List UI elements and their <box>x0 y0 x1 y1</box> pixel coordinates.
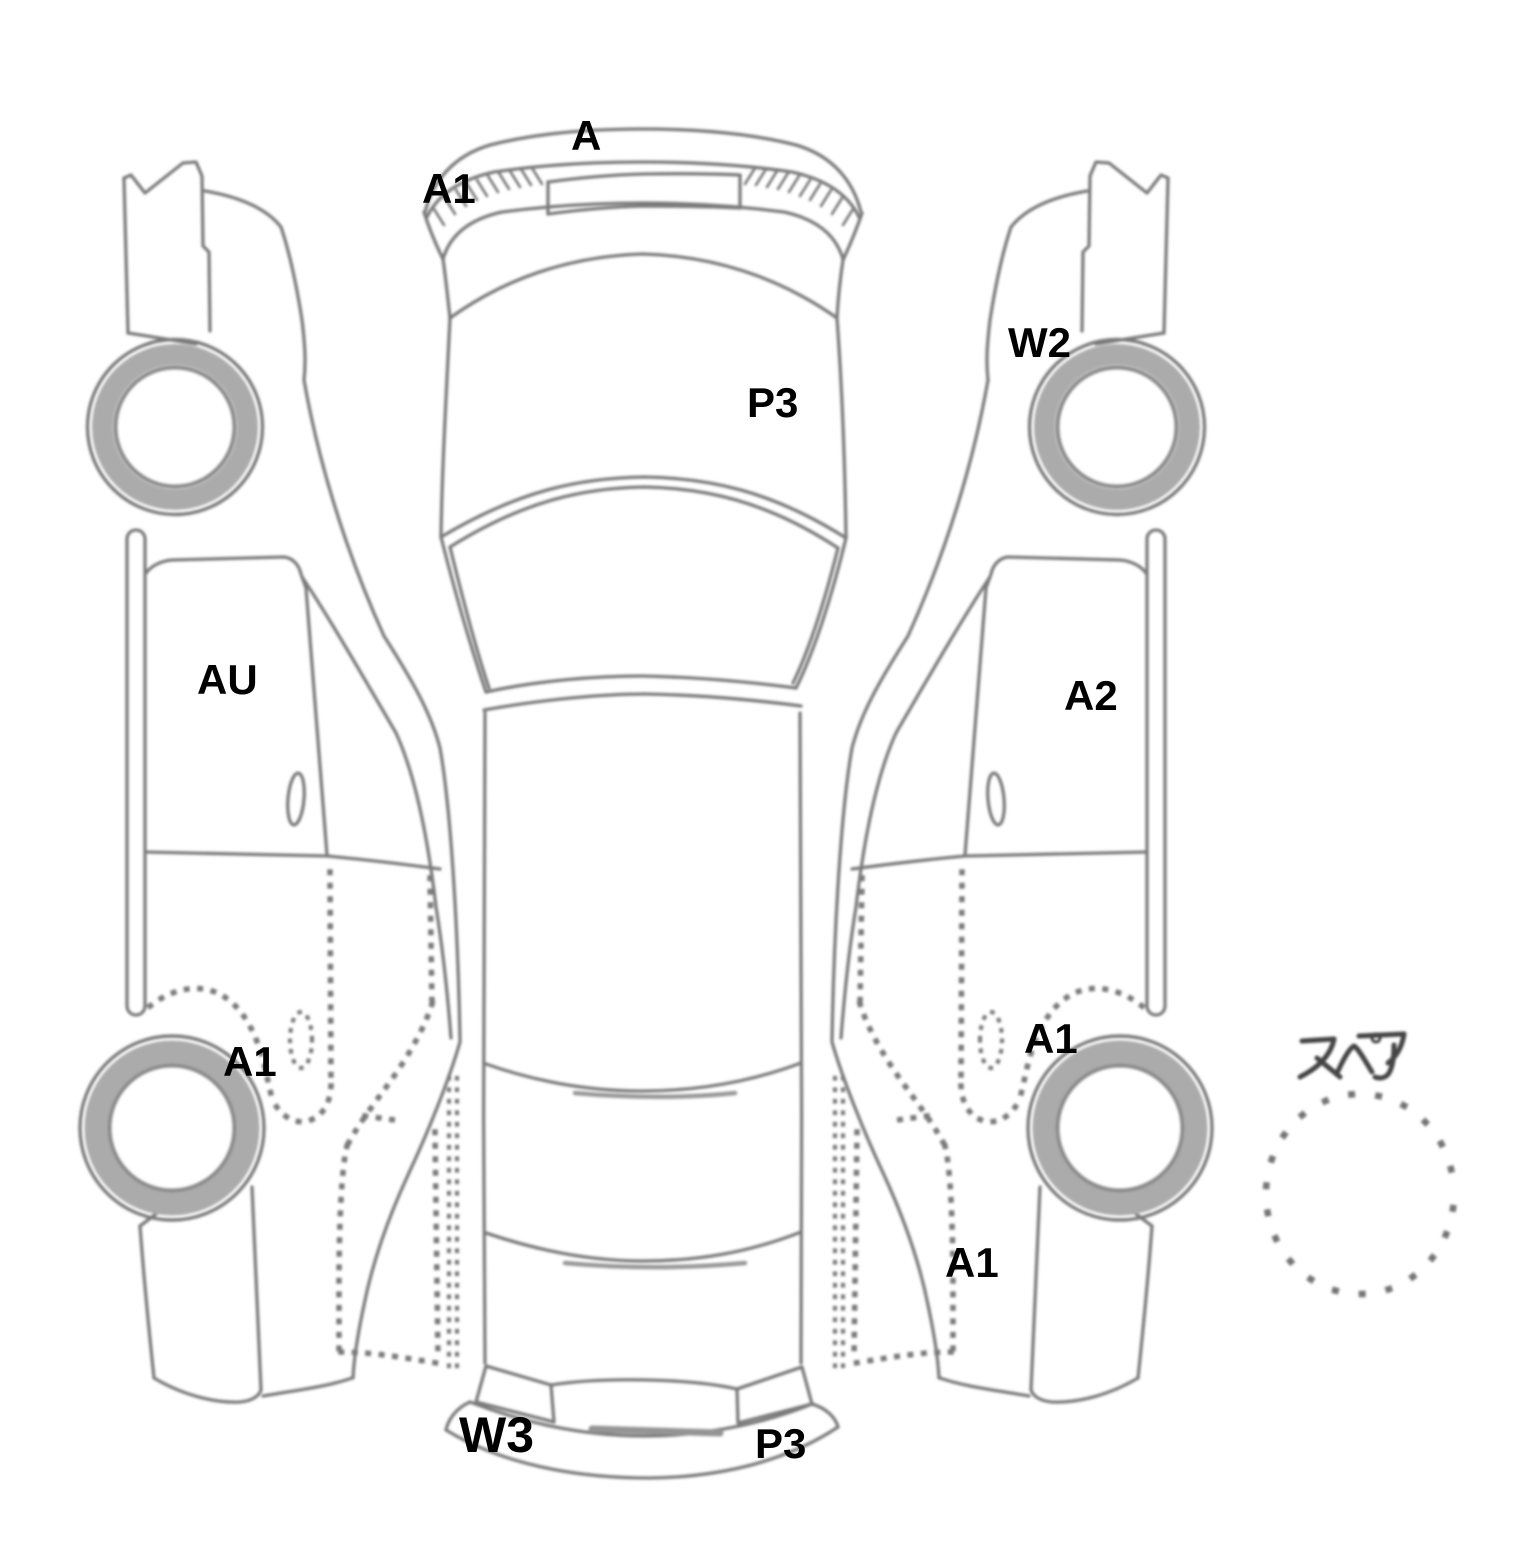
svg-text:A: A <box>571 112 601 159</box>
svg-text:P3: P3 <box>755 1420 806 1467</box>
svg-text:A1: A1 <box>422 165 476 212</box>
svg-text:A1: A1 <box>1024 1015 1078 1062</box>
svg-text:A2: A2 <box>1064 672 1118 719</box>
svg-text:W2: W2 <box>1008 319 1071 366</box>
svg-text:A1: A1 <box>223 1038 277 1085</box>
svg-text:A1: A1 <box>945 1239 999 1286</box>
svg-text:AU: AU <box>197 656 258 703</box>
svg-text:P3: P3 <box>747 379 798 426</box>
svg-text:W3: W3 <box>459 1407 534 1463</box>
